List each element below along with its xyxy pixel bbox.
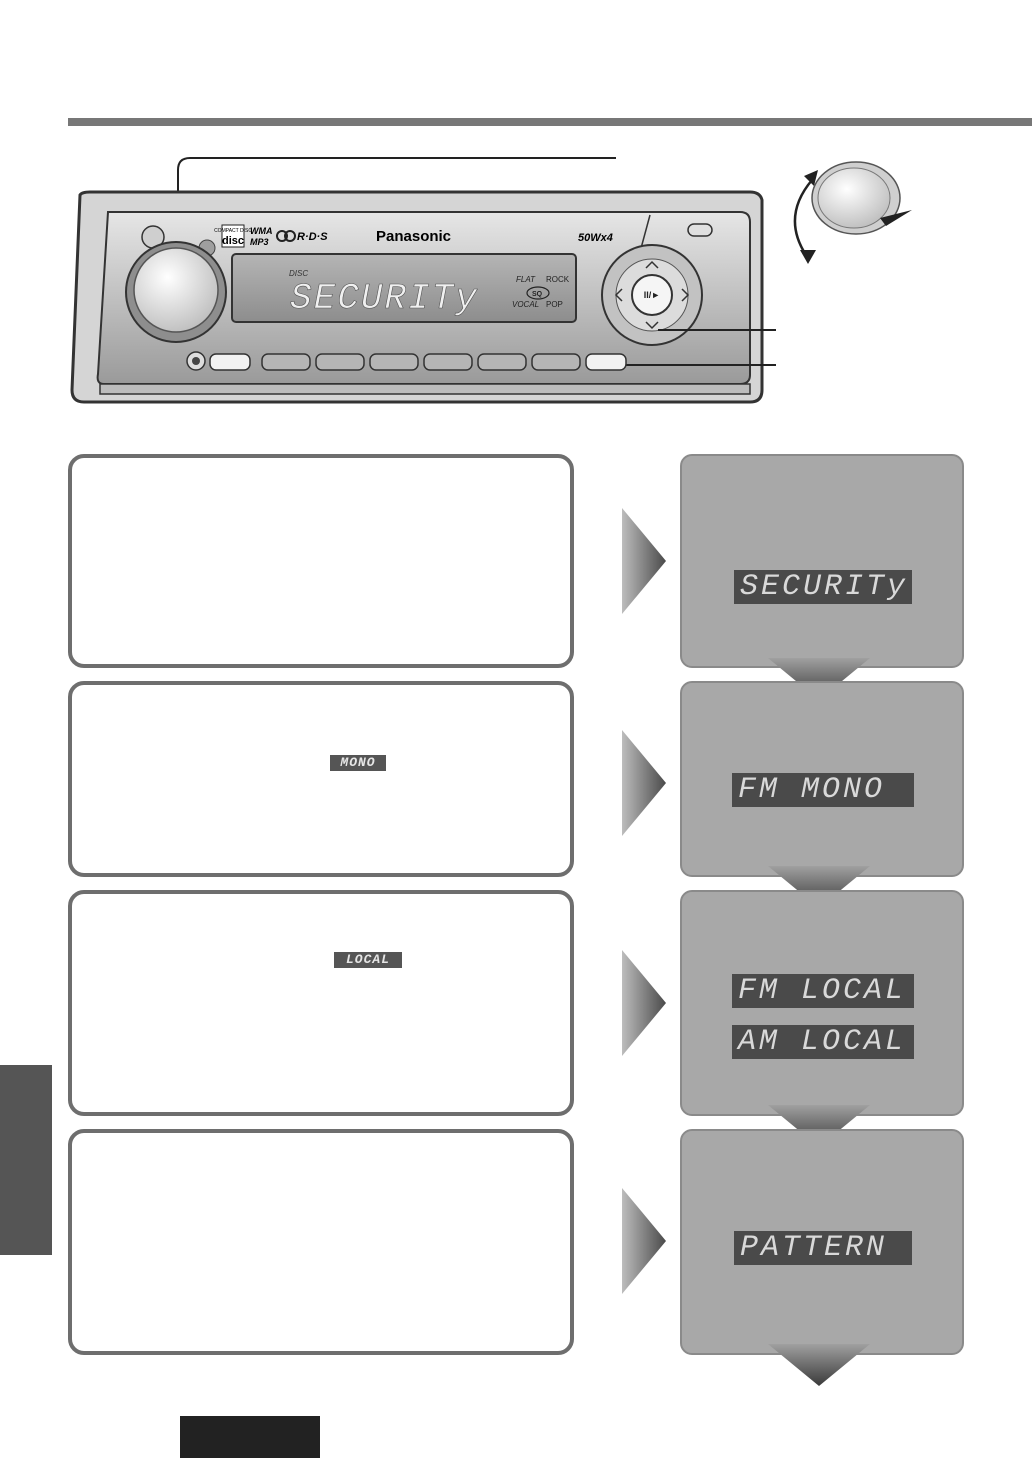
step-box-2: MONO: [68, 681, 574, 877]
header-rule: [68, 118, 1032, 126]
mono-indicator-icon: MONO: [330, 755, 386, 771]
chevron-down-icon: [645, 321, 659, 330]
page-number-badge: [180, 1416, 320, 1458]
chevron-up-icon: [645, 260, 659, 269]
display-readout: FM MONO: [732, 773, 914, 807]
power-label: 50Wx4: [578, 232, 613, 244]
rotary-knob-illustration: [793, 161, 912, 264]
svg-text:II/►: II/►: [644, 290, 660, 300]
arrow-down-icon: [768, 866, 870, 908]
sound-vocal: VOCAL: [512, 300, 539, 309]
arrow-right-icon: [622, 950, 666, 1056]
svg-text:disc: disc: [222, 235, 244, 247]
display-readout: AM LOCAL: [732, 1025, 914, 1059]
logo-mp3: MP3: [250, 237, 269, 247]
arrow-down-icon: [768, 1344, 870, 1386]
chevron-right-icon: [681, 288, 690, 302]
step-box-4: [68, 1129, 574, 1355]
sound-flat: FLAT: [516, 275, 536, 284]
display-panel-2: FM MONO: [680, 681, 964, 877]
display-panel-4: PATTERN: [680, 1129, 964, 1355]
sound-sq: SQ: [532, 291, 543, 298]
press-arrow-icon: [880, 210, 912, 226]
step-box-3: LOCAL: [68, 890, 574, 1116]
display-readout: PATTERN: [734, 1231, 912, 1265]
volume-knob: [133, 247, 219, 333]
display-readout: SECURITy: [734, 570, 912, 604]
arrow-down-icon: [768, 1105, 870, 1147]
display-panel-1: SECURITy: [680, 454, 964, 668]
sound-pop: POP: [546, 300, 563, 309]
section-side-tab: [0, 1065, 52, 1255]
play-pause-button: [631, 274, 673, 316]
callout-line-volume: [177, 157, 616, 290]
arrow-down-icon: [768, 658, 870, 700]
car-stereo-illustration: COMPACT DISC disc WMA MP3 R·D·S Panasoni…: [70, 157, 912, 404]
display-readout: FM LOCAL: [732, 974, 914, 1008]
arrow-right-icon: [622, 1188, 666, 1294]
display-disc-label: DISC: [289, 269, 308, 278]
logo-compact-disc: COMPACT DISC: [214, 228, 252, 234]
arrow-right-icon: [622, 730, 666, 836]
brand-logo: Panasonic: [376, 228, 451, 245]
local-indicator-icon: LOCAL: [334, 952, 402, 968]
arrow-right-icon: [622, 508, 666, 614]
display-readout: SECURITy: [290, 278, 479, 319]
display-panel-3: FM LOCAL AM LOCAL: [680, 890, 964, 1116]
logo-rds: R·D·S: [297, 231, 328, 243]
rotate-arrow-icon: [804, 170, 818, 186]
logo-wma: WMA: [250, 226, 273, 236]
step-box-1: [68, 454, 574, 668]
sound-rock: ROCK: [546, 275, 570, 284]
chevron-left-icon: [614, 288, 623, 302]
